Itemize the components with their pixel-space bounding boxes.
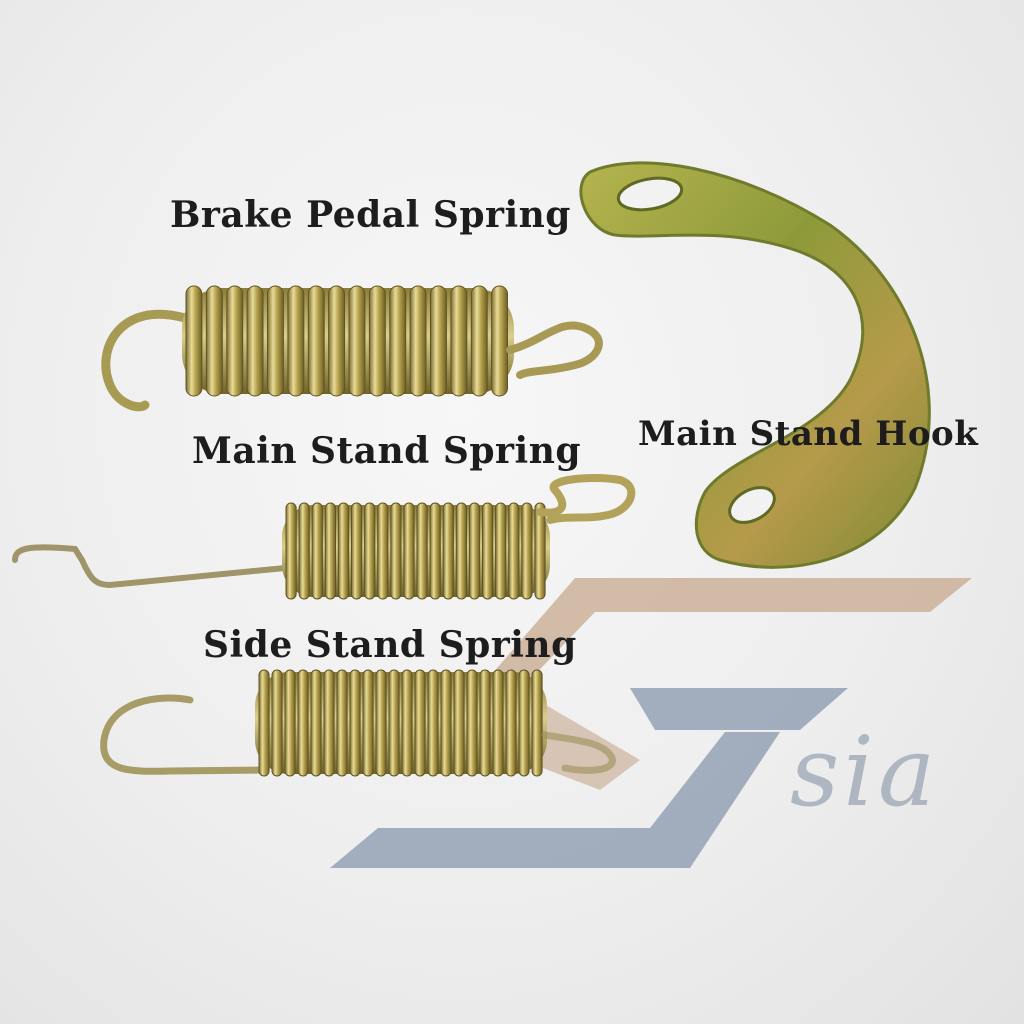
side-stand-spring bbox=[100, 669, 616, 777]
main-spring-rod bbox=[12, 544, 288, 589]
hook-plate-body bbox=[579, 161, 931, 569]
coil-turn bbox=[323, 669, 335, 777]
coil-turn bbox=[450, 285, 468, 397]
logo-text: sia bbox=[790, 716, 940, 828]
logo-stripe-blue-top bbox=[630, 688, 848, 730]
coil-turn bbox=[505, 669, 517, 777]
coil-turn bbox=[430, 285, 447, 397]
coil-turn bbox=[185, 285, 203, 397]
side-spring-end-loop bbox=[541, 731, 616, 774]
coil-turn bbox=[492, 669, 504, 777]
coil-turn bbox=[362, 669, 374, 777]
main-stand-spring bbox=[12, 474, 636, 600]
coil-turn bbox=[521, 502, 533, 600]
coil-turn bbox=[324, 502, 336, 600]
brake-spring-end-loop bbox=[506, 321, 603, 379]
coil-turn bbox=[205, 285, 223, 397]
brake-pedal-spring-label: Brake Pedal Spring bbox=[170, 194, 571, 236]
coil-turn bbox=[518, 669, 530, 777]
main-stand-spring-label: Main Stand Spring bbox=[192, 430, 582, 472]
coil-turn bbox=[271, 669, 283, 777]
side-spring-hook bbox=[100, 694, 266, 775]
side-stand-spring-label: Side Stand Spring bbox=[203, 624, 577, 666]
coil-turn bbox=[390, 502, 402, 600]
coil-turn bbox=[307, 285, 325, 397]
coil-turn bbox=[285, 502, 297, 600]
coil-turn bbox=[401, 669, 413, 777]
coil-turn bbox=[409, 285, 427, 397]
coil-turn bbox=[531, 669, 543, 777]
coil-turn bbox=[466, 669, 478, 777]
coil-turn bbox=[284, 669, 296, 777]
coil-turn bbox=[442, 502, 454, 600]
coil-turn bbox=[311, 502, 323, 600]
coil-turn bbox=[482, 502, 494, 600]
coil-turn bbox=[287, 285, 305, 397]
coil-turn bbox=[310, 669, 322, 777]
coil-turn bbox=[403, 502, 415, 600]
coil-turn bbox=[375, 669, 387, 777]
coil-turn bbox=[351, 502, 363, 600]
coil-turn bbox=[455, 502, 467, 600]
coil-turn bbox=[440, 669, 452, 777]
coil-turn bbox=[416, 502, 428, 600]
coil-turn bbox=[368, 285, 386, 397]
coil-turn bbox=[336, 669, 348, 777]
coil-turn bbox=[246, 285, 264, 397]
coil-turn bbox=[429, 502, 441, 600]
brake-spring-coils bbox=[185, 285, 509, 397]
coil-turn bbox=[453, 669, 465, 777]
coil-turn bbox=[427, 669, 439, 777]
coil-turn bbox=[534, 502, 546, 600]
side-spring-coils bbox=[258, 669, 543, 777]
coil-turn bbox=[337, 502, 350, 600]
brake-pedal-spring bbox=[101, 285, 603, 412]
coil-turn bbox=[491, 285, 509, 397]
hook-plate-hole-top bbox=[616, 176, 684, 212]
coil-turn bbox=[470, 285, 488, 397]
coil-turn bbox=[508, 502, 520, 600]
main-spring-coils bbox=[285, 502, 546, 600]
coil-turn bbox=[377, 502, 389, 600]
coil-turn bbox=[479, 669, 491, 777]
coil-turn bbox=[414, 669, 426, 777]
coil-turn bbox=[388, 669, 400, 777]
coil-turn bbox=[226, 285, 244, 397]
coil-turn bbox=[468, 502, 481, 600]
coil-turn bbox=[258, 669, 270, 777]
main-stand-hook-plate bbox=[579, 161, 931, 569]
hook-plate-hole-bottom bbox=[728, 486, 776, 524]
coil-turn bbox=[495, 502, 507, 600]
brake-spring-end-hook bbox=[101, 309, 190, 412]
main-stand-hook-label: Main Stand Hook bbox=[638, 414, 979, 454]
coil-turn bbox=[349, 669, 361, 777]
coil-turn bbox=[348, 285, 366, 397]
coil-turn bbox=[389, 285, 407, 397]
coil-turn bbox=[298, 502, 310, 600]
main-spring-end-loop bbox=[536, 474, 636, 524]
logo-stripe-blue-bottom bbox=[330, 732, 780, 868]
coil-turn bbox=[328, 285, 346, 397]
coil-turn bbox=[267, 285, 284, 397]
coil-turn bbox=[297, 669, 309, 777]
coil-turn bbox=[364, 502, 376, 600]
logo-stripe-tan-top bbox=[478, 578, 972, 690]
